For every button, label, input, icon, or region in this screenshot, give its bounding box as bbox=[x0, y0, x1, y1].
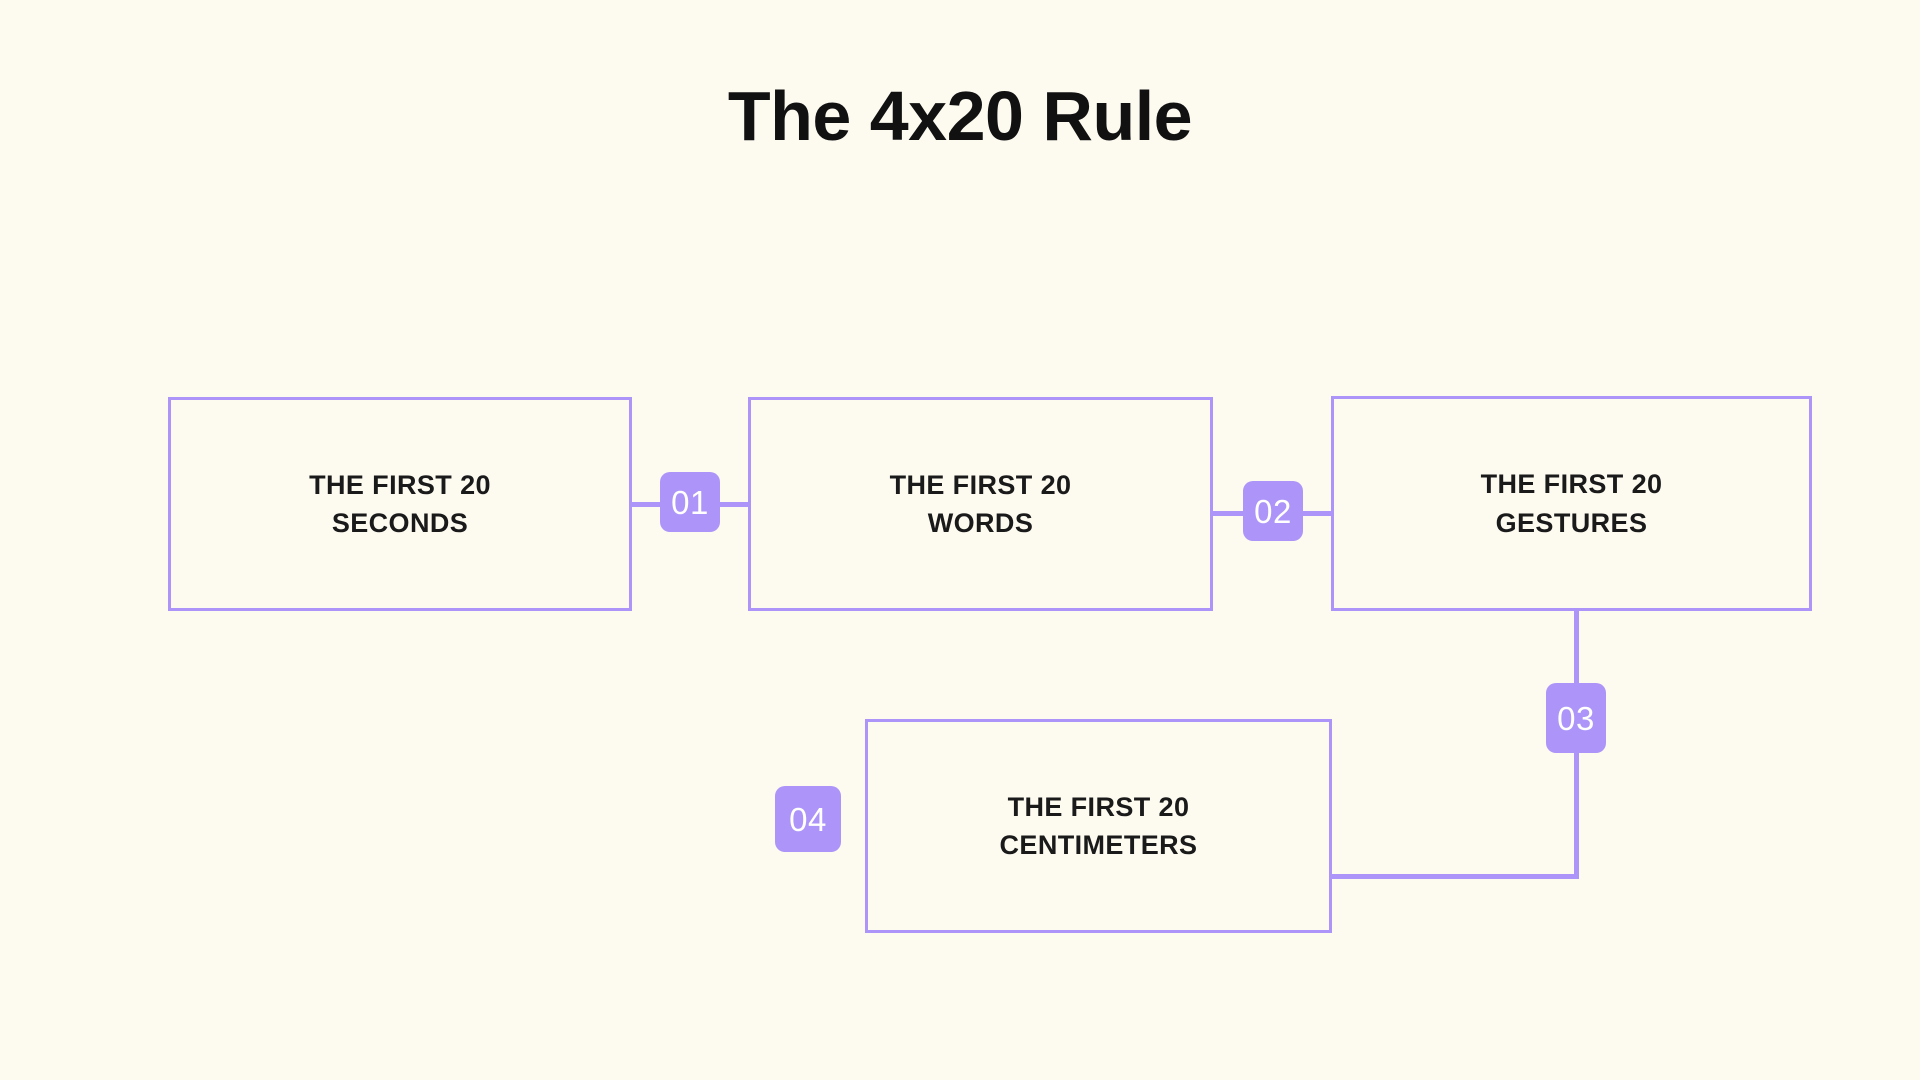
node-box-first-20-words[interactable]: THE FIRST 20 WORDS bbox=[748, 397, 1213, 611]
connector-line-3-elbow bbox=[1330, 874, 1579, 879]
connector-line-1-right bbox=[720, 502, 750, 507]
node-label: THE FIRST 20 WORDS bbox=[889, 469, 1072, 538]
step-badge-label: 03 bbox=[1557, 699, 1595, 737]
connector-line-3-bottom bbox=[1574, 753, 1579, 878]
step-badge-03[interactable]: 03 bbox=[1546, 683, 1606, 753]
step-badge-02[interactable]: 02 bbox=[1243, 481, 1303, 541]
connector-line-3-top bbox=[1574, 609, 1579, 683]
node-label: THE FIRST 20 SECONDS bbox=[309, 469, 491, 538]
step-badge-label: 04 bbox=[789, 800, 827, 838]
node-label: THE FIRST 20 GESTURES bbox=[1480, 469, 1663, 538]
step-badge-04[interactable]: 04 bbox=[775, 786, 841, 852]
page-title: The 4x20 Rule bbox=[727, 77, 1193, 155]
node-box-first-20-gestures[interactable]: THE FIRST 20 GESTURES bbox=[1331, 396, 1812, 611]
step-badge-01[interactable]: 01 bbox=[660, 472, 720, 532]
connector-line-1-left bbox=[630, 502, 662, 507]
node-box-first-20-centimeters[interactable]: THE FIRST 20 CENTIMETERS bbox=[865, 719, 1332, 933]
connector-line-2-right bbox=[1302, 511, 1333, 516]
connector-line-2-left bbox=[1211, 511, 1244, 516]
step-badge-label: 01 bbox=[671, 483, 709, 521]
step-badge-label: 02 bbox=[1254, 492, 1292, 530]
node-box-first-20-seconds[interactable]: THE FIRST 20 SECONDS bbox=[168, 397, 632, 611]
node-label: THE FIRST 20 CENTIMETERS bbox=[999, 791, 1198, 860]
